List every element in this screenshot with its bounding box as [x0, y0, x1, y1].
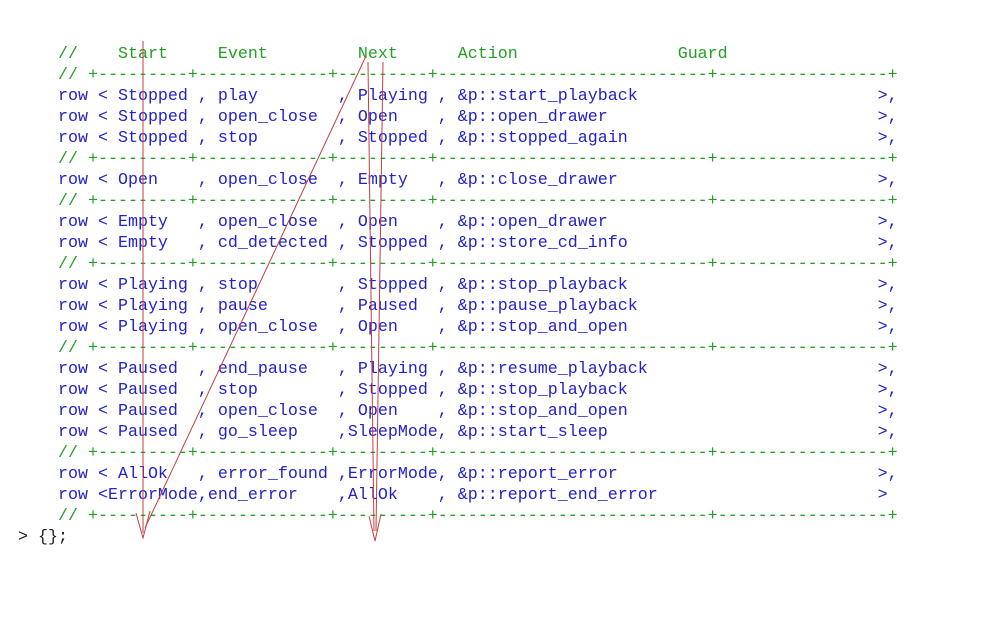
code-line: row < Empty , cd_detected , Stopped , &p…	[18, 234, 898, 253]
code-line: row < Stopped , open_close , Open , &p::…	[18, 108, 898, 127]
code-line: row < Playing , open_close , Open , &p::…	[18, 318, 898, 337]
code-line: > {};	[18, 528, 68, 547]
code-line: row < Stopped , stop , Stopped , &p::sto…	[18, 129, 898, 148]
code-line: row < Paused , open_close , Open , &p::s…	[18, 402, 898, 421]
code-line-comment: // Start Event Next Action Guard	[18, 45, 728, 64]
code-line-comment: // +---------+-------------+---------+--…	[18, 255, 898, 274]
code-line: row < Stopped , play , Playing , &p::sta…	[18, 87, 898, 106]
code-line: row < AllOk , error_found ,ErrorMode, &p…	[18, 465, 898, 484]
code-line: row < Paused , stop , Stopped , &p::stop…	[18, 381, 898, 400]
code-line: row < Playing , stop , Stopped , &p::sto…	[18, 276, 898, 295]
code-block: // Start Event Next Action Guard // +---…	[18, 44, 898, 548]
code-line: row < Paused , end_pause , Playing , &p:…	[18, 360, 898, 379]
code-line-comment: // +---------+-------------+---------+--…	[18, 66, 898, 85]
code-line: row <ErrorMode,end_error ,AllOk , &p::re…	[18, 486, 888, 505]
code-line: row < Paused , go_sleep ,SleepMode, &p::…	[18, 423, 898, 442]
code-line-comment: // +---------+-------------+---------+--…	[18, 192, 898, 211]
code-line-comment: // +---------+-------------+---------+--…	[18, 150, 898, 169]
code-line: row < Empty , open_close , Open , &p::op…	[18, 213, 898, 232]
code-line: row < Playing , pause , Paused , &p::pau…	[18, 297, 898, 316]
code-line-comment: // +---------+-------------+---------+--…	[18, 507, 898, 526]
code-line-comment: // +---------+-------------+---------+--…	[18, 444, 898, 463]
code-line: row < Open , open_close , Empty , &p::cl…	[18, 171, 898, 190]
code-line-comment: // +---------+-------------+---------+--…	[18, 339, 898, 358]
